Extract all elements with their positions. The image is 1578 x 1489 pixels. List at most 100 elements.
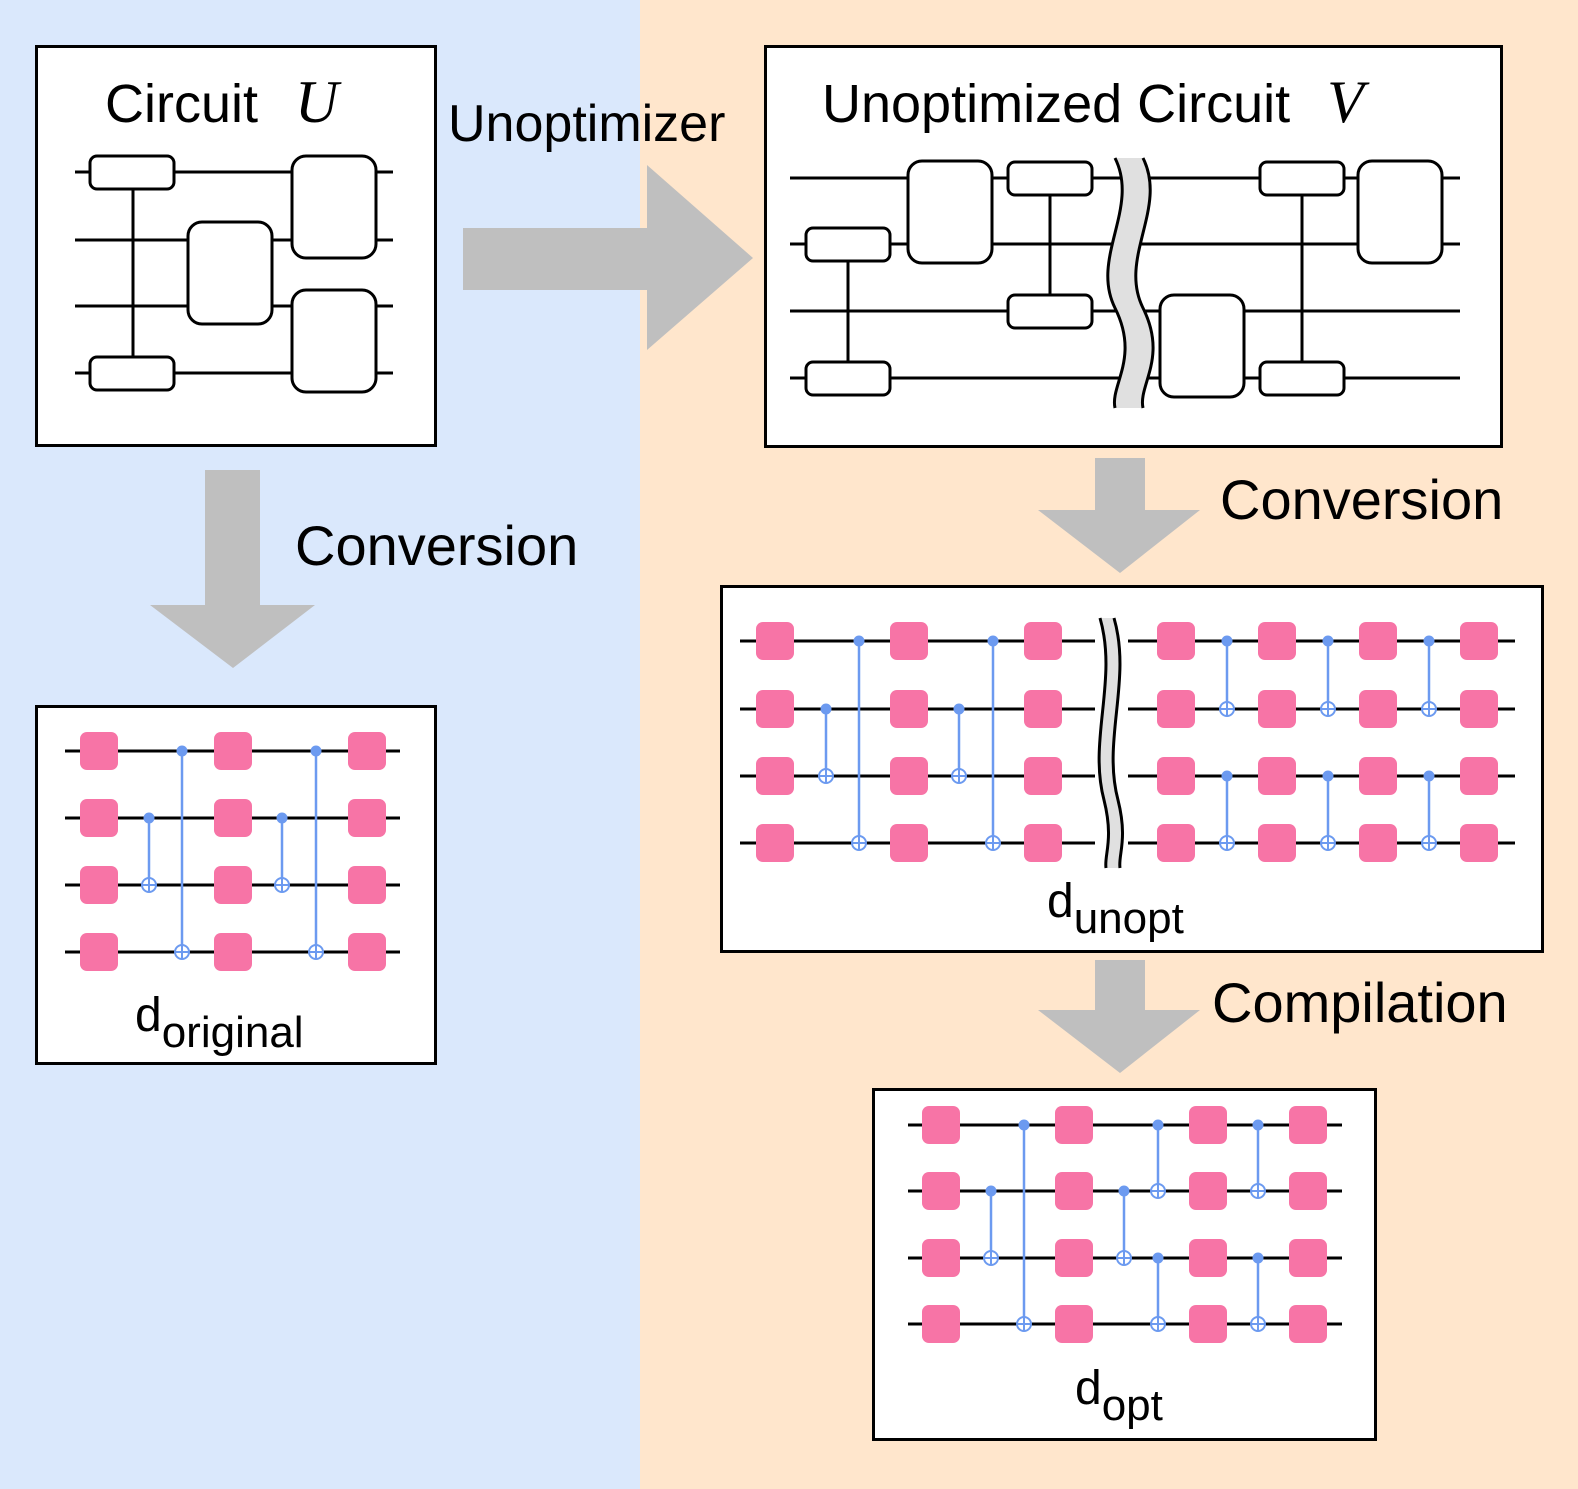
two-qubit-gate-part <box>804 360 892 397</box>
single-qubit-gate-icon <box>1157 824 1195 862</box>
d-unopt-sub: unopt <box>1073 894 1184 943</box>
d-original-base: d <box>135 989 162 1042</box>
d-original-label: doriginal <box>135 992 304 1055</box>
unoptimizer-label: Unoptimizer <box>448 95 726 153</box>
single-qubit-gate-icon <box>348 732 386 770</box>
conversion-right-label: Conversion <box>1220 468 1504 531</box>
cnot-control-dot <box>1423 635 1435 647</box>
cnot-control-dot <box>1252 1119 1264 1131</box>
single-qubit-gate-icon <box>1024 690 1062 728</box>
single-qubit-gate-icon <box>922 1239 960 1277</box>
two-qubit-gate-part <box>88 154 176 191</box>
single-qubit-gate-icon <box>1359 757 1397 795</box>
circuit-u-title: Circuit U <box>105 72 338 132</box>
d-original-sub: original <box>161 1008 304 1057</box>
cnot-control-dot <box>1152 1119 1164 1131</box>
wavy-break-edge <box>1134 157 1155 409</box>
single-qubit-gate-icon <box>922 1106 960 1144</box>
single-qubit-gate-icon <box>348 799 386 837</box>
single-qubit-gate-icon <box>214 933 252 971</box>
single-qubit-gate-icon <box>890 622 928 660</box>
d-opt-base: d <box>1075 1362 1102 1415</box>
wavy-break-icon <box>1099 618 1123 868</box>
two-qubit-gate-part <box>1006 160 1094 197</box>
single-qubit-gate-icon <box>348 866 386 904</box>
single-qubit-gate-icon <box>1258 824 1296 862</box>
single-qubit-gate-icon <box>1024 824 1062 862</box>
single-qubit-gate-icon <box>1055 1239 1093 1277</box>
single-qubit-gate-icon <box>1460 757 1498 795</box>
block-gate <box>906 159 994 265</box>
wavy-break-edge <box>1097 617 1111 869</box>
block-gate <box>186 220 274 326</box>
single-qubit-gate-icon <box>890 757 928 795</box>
single-qubit-gate-icon <box>1460 690 1498 728</box>
circuit-v-title: Unoptimized Circuit V <box>822 72 1364 132</box>
cnot-control-dot <box>1322 635 1334 647</box>
single-qubit-gate-icon <box>1189 1106 1227 1144</box>
single-qubit-gate-icon <box>214 866 252 904</box>
cnot-control-dot <box>1221 770 1233 782</box>
cnot-control-dot <box>1118 1185 1130 1197</box>
two-qubit-gate-part <box>1258 160 1346 197</box>
cnot-control-dot <box>1252 1252 1264 1264</box>
single-qubit-gate-icon <box>1157 757 1195 795</box>
cnot-control-dot <box>1322 770 1334 782</box>
block-gate <box>1158 293 1246 399</box>
single-qubit-gate-icon <box>756 622 794 660</box>
single-qubit-gate-icon <box>1055 1172 1093 1210</box>
d-unopt-label: dunopt <box>1047 878 1184 941</box>
single-qubit-gate-icon <box>1189 1172 1227 1210</box>
single-qubit-gate-icon <box>1359 622 1397 660</box>
wavy-break-icon <box>1107 158 1154 408</box>
wavy-break-edge <box>1106 157 1127 409</box>
d-unopt-box <box>720 585 1544 953</box>
single-qubit-gate-icon <box>1157 690 1195 728</box>
single-qubit-gate-icon <box>1289 1305 1327 1343</box>
cnot-control-dot <box>987 635 999 647</box>
cnot-control-dot <box>1423 770 1435 782</box>
cnot-control-dot <box>143 812 155 824</box>
single-qubit-gate-icon <box>1289 1239 1327 1277</box>
single-qubit-gate-icon <box>922 1172 960 1210</box>
single-qubit-gate-icon <box>1258 757 1296 795</box>
block-gate <box>1356 159 1444 265</box>
cnot-control-dot <box>176 745 188 757</box>
single-qubit-gate-icon <box>1289 1172 1327 1210</box>
single-qubit-gate-icon <box>1258 622 1296 660</box>
single-qubit-gate-icon <box>1359 824 1397 862</box>
single-qubit-gate-icon <box>80 799 118 837</box>
circuit-v-symbol: V <box>1327 69 1364 135</box>
block-gate <box>290 288 378 394</box>
block-gate <box>290 154 378 260</box>
single-qubit-gate-icon <box>756 824 794 862</box>
cnot-control-dot <box>853 635 865 647</box>
single-qubit-gate-icon <box>756 757 794 795</box>
single-qubit-gate-icon <box>1024 757 1062 795</box>
cnot-control-dot <box>1018 1119 1030 1131</box>
single-qubit-gate-icon <box>1189 1239 1227 1277</box>
single-qubit-gate-icon <box>80 866 118 904</box>
single-qubit-gate-icon <box>890 690 928 728</box>
two-qubit-gate-part <box>804 226 892 263</box>
single-qubit-gate-icon <box>922 1305 960 1343</box>
single-qubit-gate-icon <box>80 933 118 971</box>
compilation-label: Compilation <box>1212 971 1508 1034</box>
single-qubit-gate-icon <box>1258 690 1296 728</box>
cnot-control-dot <box>953 703 965 715</box>
down-arrow-icon <box>1038 458 1200 573</box>
d-opt-sub: opt <box>1101 1381 1163 1430</box>
cnot-control-dot <box>1221 635 1233 647</box>
conversion-left-label: Conversion <box>295 514 579 577</box>
d-unopt-base: d <box>1047 875 1074 928</box>
single-qubit-gate-icon <box>1157 622 1195 660</box>
single-qubit-gate-icon <box>348 933 386 971</box>
single-qubit-gate-icon <box>214 799 252 837</box>
cnot-control-dot <box>985 1185 997 1197</box>
circuit-u-title-text: Circuit <box>105 74 259 134</box>
circuit-u-symbol: U <box>295 69 339 135</box>
single-qubit-gate-icon <box>1460 824 1498 862</box>
single-qubit-gate-icon <box>1055 1106 1093 1144</box>
